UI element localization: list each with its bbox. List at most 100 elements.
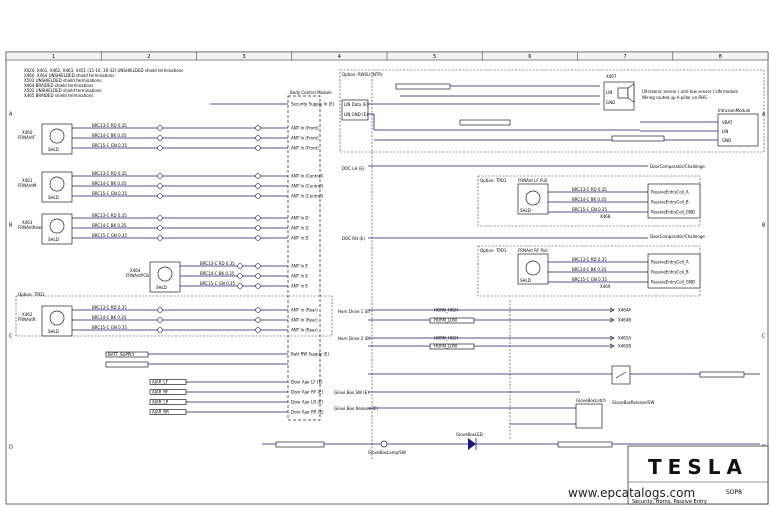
horn-signal-label: HORN_HIGH (434, 308, 458, 313)
bcm-pin-label: ANT In (Rear) (291, 308, 318, 313)
wire-code: BRC14-C BK 0.35 (92, 223, 127, 228)
bcm-pin-label: ANT In (Rear) (291, 328, 318, 333)
note-line: X464 BRAIDED shield terminations (24, 83, 93, 88)
doc-lh-pin: DOC LH (E) (342, 166, 365, 171)
bcm-pin-label: ANT In (Central) (291, 184, 324, 189)
option-tpd1-label: Option: TPD1 (18, 292, 45, 297)
bcm-pin-label: ANT In (Central) (291, 174, 324, 179)
splice-icon (157, 225, 163, 231)
note-line: X020, X461, X462, X463, X451 (15-16, 30-… (24, 68, 183, 73)
antenna-name: FRNAntRear (18, 225, 42, 230)
row-marker: A (762, 112, 766, 118)
splice-icon (237, 283, 243, 289)
option-rwsu-frame (339, 69, 765, 153)
row-marker: C (9, 334, 13, 340)
shield-label: SHLD (520, 278, 531, 283)
antenna-coil-icon (49, 310, 65, 326)
wire-code: BRC14-C BK 0.35 (92, 133, 127, 138)
splice-icon (255, 173, 261, 179)
antenna-id: X463 (22, 220, 33, 225)
antenna-name: FRNAntF (18, 135, 36, 140)
antenna-name: FRNAntR (18, 317, 36, 322)
door-ajar-label: AJAR_RF (152, 390, 169, 395)
doc-section: DOC LH (E) DOC RH (E) (342, 165, 648, 241)
shield-label: SHLD (48, 195, 59, 200)
sheet-subtitle: Security, Horns, Passive Entry (632, 499, 707, 505)
arrow-icon (609, 335, 615, 341)
note-line: X460, X464 UNSHIELDED shield termination… (24, 73, 114, 78)
bcm-pin-label: ANT In E (291, 284, 308, 289)
splice-icon (157, 135, 163, 141)
splice-icon (255, 135, 261, 141)
glovebox-led-label: GloveBoxLED (456, 432, 483, 437)
horn-signal-label: HORN_LOW (434, 318, 457, 323)
wire-code: BRC14-C BK 0.35 (572, 197, 607, 202)
bcm-pin-label: ANT In (Central) (291, 194, 324, 199)
note-line: X465 BRAIDED shield terminations (24, 93, 93, 98)
bcm-pin-label: ANT In (Front) (291, 126, 319, 131)
bcm-pin-label: ANT In (Front) (291, 136, 319, 141)
antenna-coil-icon (525, 260, 541, 276)
note-line: X502 UNSHIELDED shield terminations (24, 88, 101, 93)
arrow-icon (609, 317, 615, 323)
splice-icon (157, 327, 163, 333)
lin-module-note: Wiring routed up A-pillar on RHS (642, 95, 707, 100)
door-module-pin: PassiveEntryCoil_GND (651, 210, 695, 215)
splice-icon (237, 263, 243, 269)
column-marker: 1 (52, 54, 55, 60)
door-module-title: DoorComparator/Challenge (650, 164, 705, 169)
note-line: X502 UNSHIELDED shield terminations (24, 78, 101, 83)
door-module-name: FRNAnt LF Pull (518, 178, 547, 183)
row-marker: C (762, 334, 766, 340)
horn-signal-label: HORN_LOW (434, 344, 457, 349)
sheet-id: SOP8 (726, 489, 742, 496)
lin-module-pin-lin: LIN (606, 90, 612, 95)
splice-icon (255, 283, 261, 289)
splice-icon (255, 273, 261, 279)
column-marker: 6 (528, 54, 531, 60)
splice-icon (237, 273, 243, 279)
intrusion-module: IntrusionModule VBAT LIN GND (640, 108, 759, 147)
wire-code: BRC15-C GN 0.35 (92, 191, 127, 196)
shield-label: SHLD (48, 147, 59, 152)
shield-notes: X020, X461, X462, X463, X451 (15-16, 30-… (24, 68, 183, 98)
batt-supply: BATT_SUPPLY (105, 351, 288, 368)
splice-icon (157, 173, 163, 179)
doc-rh-pin: DOC RH (E) (342, 236, 365, 241)
horn-connector: X464A (618, 308, 631, 313)
horn-drive-2-pin: Horn Drive 2 (E) (338, 336, 371, 341)
wire-code: BRC13-C RD 0.35 (572, 257, 607, 262)
antenna-name: FRNAntM (18, 183, 37, 188)
bcm-title: Body Control Module (290, 90, 332, 95)
door-module-title: DoorComparator/Challenge (650, 234, 705, 239)
antenna-coil-icon (49, 218, 65, 234)
antenna-coil-icon (49, 128, 65, 144)
row-marker: B (9, 223, 13, 229)
door-ajar-label: AJAR_RR (152, 410, 169, 415)
splice-icon (255, 307, 261, 313)
wire-code: BRC15-C GN 0.35 (92, 325, 127, 330)
bcm-pin-label: Batt RW Supply (E) (291, 352, 329, 357)
bcm-pin-label: ANT In E (291, 264, 308, 269)
splice-icon (255, 215, 261, 221)
intrusion-pin-vbat: VBAT (722, 120, 733, 125)
bcm-pins-left: Security Supply In (E)ANT In (Front)ANT … (210, 102, 335, 415)
batt-label: BATT_SUPPLY (108, 352, 135, 357)
title-block: TESLA SOP8 Security, Horns, Passive Entr… (627, 445, 769, 505)
wire-code: BRC14-C BK 0.35 (92, 181, 127, 186)
glovebox-section: Glove Box SW (E) Glove Box Release (E) G… (262, 365, 760, 455)
column-marker: 4 (338, 54, 341, 60)
bcm-pin-label: ANT In D (291, 216, 309, 221)
bcm-pin-label: Door Ajar LF (E) (291, 380, 323, 385)
column-marker: 5 (433, 54, 436, 60)
wire-code: BRC13-C RD 0.35 (92, 123, 127, 128)
splice-icon (157, 183, 163, 189)
horn-drive-1-pin: Horn Drive 1 (E) (338, 309, 371, 314)
door-module-pin: PassiveEntryCoil_A (651, 260, 689, 265)
